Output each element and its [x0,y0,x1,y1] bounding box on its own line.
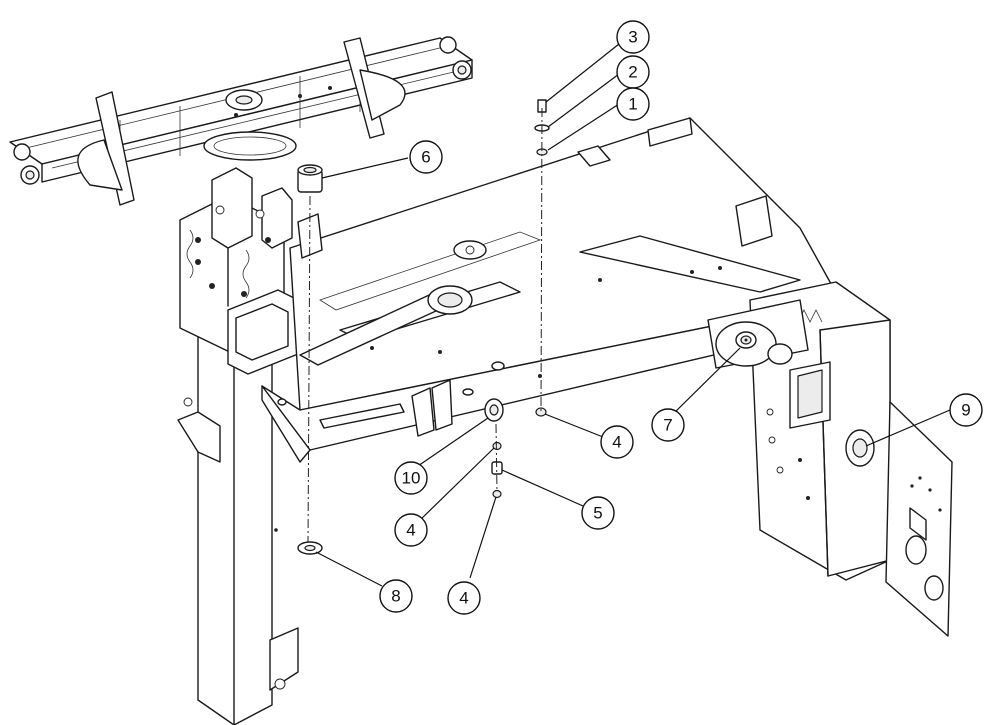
callout-10: 10 [394,461,428,495]
post-head-mechanism [179,167,299,375]
top-cross-beam [9,36,473,206]
callout-8-label: 8 [391,587,400,606]
callout-4-middle-label: 4 [406,521,415,540]
callout-4-upper: 4 [600,425,634,459]
vertical-post [177,261,299,725]
callout-5: 5 [581,496,615,530]
callout-4-upper-label: 4 [612,433,621,452]
callout-5-label: 5 [593,504,602,523]
nut-part [535,407,547,417]
callout-9: 9 [949,393,983,427]
exploded-parts [297,99,748,555]
callout-6-label: 6 [421,148,430,167]
right-housing [707,281,953,637]
main-arm-chassis [261,117,841,463]
callout-1: 1 [616,87,650,121]
callout-10-label: 10 [402,469,421,488]
callout-4-lower-label: 4 [459,589,468,608]
callout-1-label: 1 [628,95,637,114]
callouts: 3 2 1 6 4 7 9 10 [379,20,983,615]
callout-3-label: 3 [628,28,637,47]
callout-2-label: 2 [628,63,637,82]
callout-8: 8 [379,579,413,613]
callout-2: 2 [616,55,650,89]
callout-4-middle: 4 [394,513,428,547]
callout-7-label: 7 [663,416,672,435]
bushing-part [297,164,323,193]
callout-9-label: 9 [961,401,970,420]
nut-part-2 [492,441,502,451]
callout-7: 7 [651,408,685,442]
nut-part-3 [492,489,502,499]
clamp-part [484,398,504,422]
leader-lines [315,43,951,587]
callout-3: 3 [616,20,650,54]
callout-6: 6 [409,140,443,174]
callout-4-lower: 4 [447,581,481,615]
